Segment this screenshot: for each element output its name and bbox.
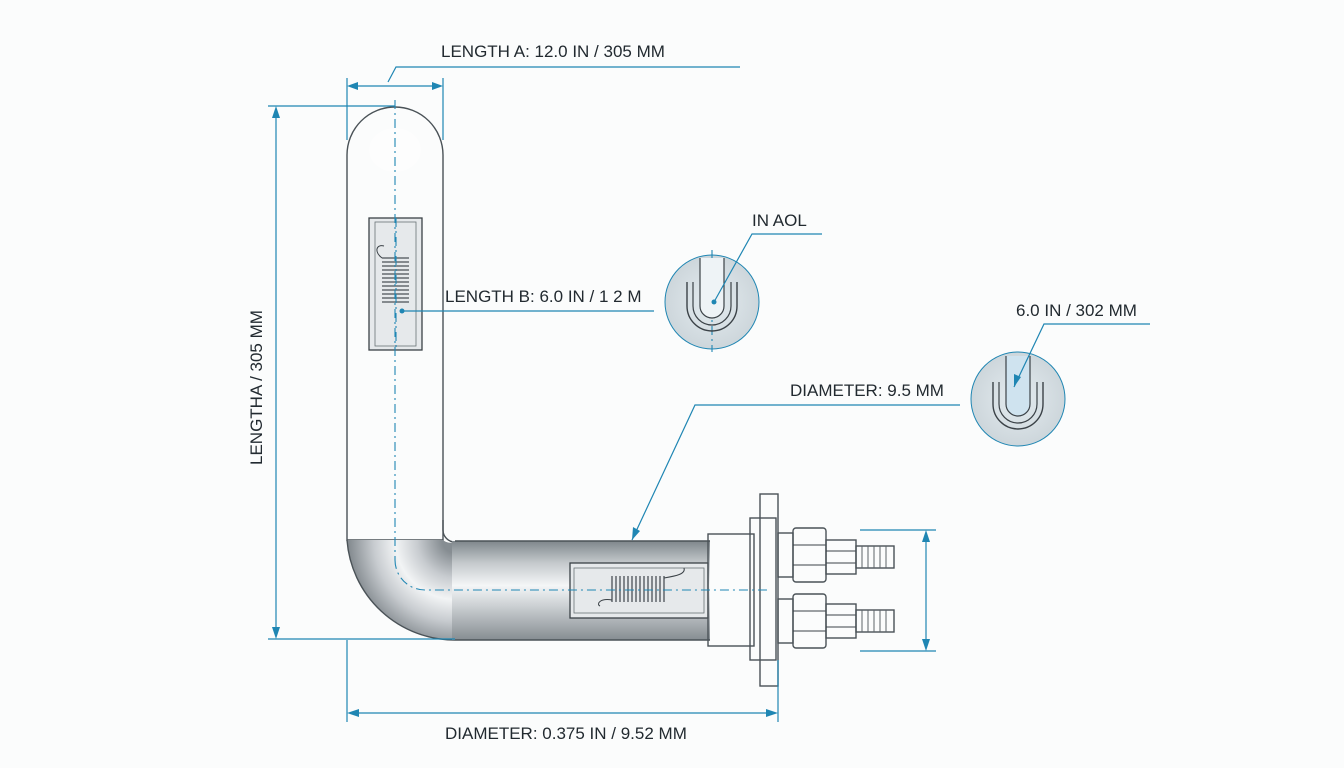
callout-right-label: 6.0 IN / 302 MM xyxy=(1016,301,1137,320)
dimension-diameter-bottom: DIAMETER: 0.375 IN / 9.52 MM xyxy=(346,640,779,743)
terminal-stud-upper xyxy=(777,527,895,583)
dimension-length-a-top: LENGTH A: 12.0 IN / 305 MM xyxy=(346,42,740,140)
detail-view-lower: 6.0 IN / 302 MM xyxy=(970,301,1150,447)
terminal-assembly xyxy=(707,493,895,687)
diameter-bottom-label: DIAMETER: 0.375 IN / 9.52 MM xyxy=(445,724,687,743)
callout-top-label: IN AOL xyxy=(752,211,807,230)
dimension-terminal-height xyxy=(860,529,936,652)
length-a-side-label: LENGTHA / 305 MM xyxy=(247,310,266,465)
dimension-length-b: LENGTH B: 6.0 IN / 1 2 M xyxy=(399,287,654,314)
centerlines xyxy=(394,100,770,591)
diameter-mid-label: DIAMETER: 9.5 MM xyxy=(790,381,944,400)
detail-view-upper: IN AOL xyxy=(664,211,822,352)
heater-tube xyxy=(346,106,710,641)
terminal-stud-lower xyxy=(777,593,895,649)
length-a-top-label: LENGTH A: 12.0 IN / 305 MM xyxy=(441,42,665,61)
heating-coil-horizontal xyxy=(611,576,665,602)
dimension-length-a-side: LENGTHA / 305 MM xyxy=(247,105,455,640)
dimension-diameter-mid: DIAMETER: 9.5 MM xyxy=(631,381,960,541)
length-b-label: LENGTH B: 6.0 IN / 1 2 M xyxy=(445,287,642,306)
